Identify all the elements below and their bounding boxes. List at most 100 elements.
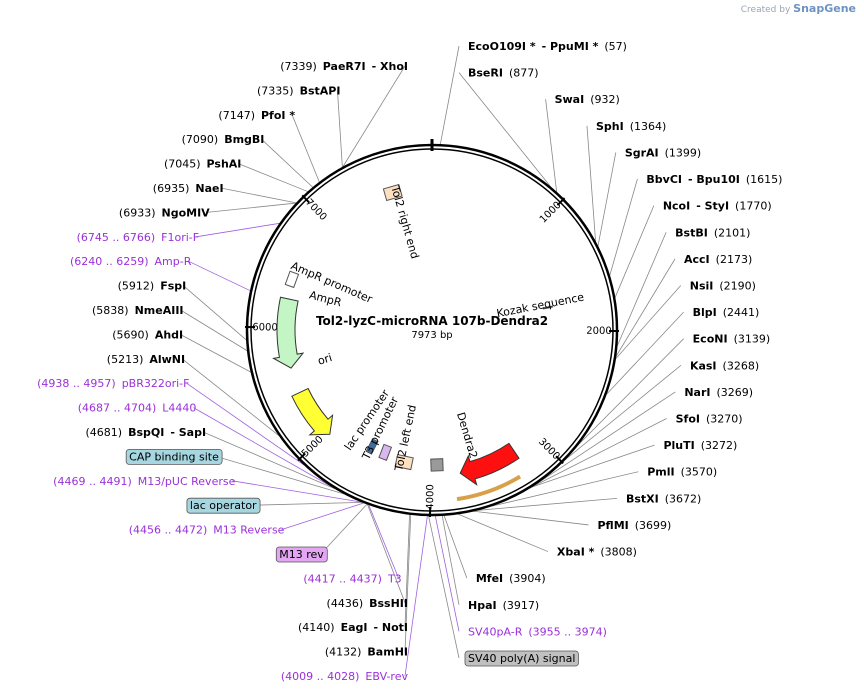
label-name: KasI xyxy=(690,359,717,372)
site-label-blpi: BlpI(2441) xyxy=(693,306,760,319)
label-box xyxy=(186,497,261,514)
label-name: SgrAI xyxy=(625,146,659,159)
leader-line xyxy=(253,501,363,506)
leader-line xyxy=(404,514,412,652)
label-name: NcoI xyxy=(663,200,690,213)
label-num: (5213) xyxy=(107,353,144,366)
label-num: (3955 .. 3974) xyxy=(528,625,607,638)
site-label-cap-binding-site: CAP binding site xyxy=(125,448,223,465)
tick-label-4000: 4000 xyxy=(425,484,436,510)
site-label-text: (6745 .. 6766)F1ori-F xyxy=(77,231,200,244)
leader-line xyxy=(404,515,428,677)
label-name: SwaI xyxy=(555,93,585,106)
label-name: EBV-rev xyxy=(365,670,408,683)
label-num: (932) xyxy=(590,93,620,106)
site-label-text: (7045)PshAI xyxy=(164,158,241,171)
feature-arrow-ori xyxy=(291,387,334,436)
site-label-text: (7090)BmgBI xyxy=(182,133,265,146)
leader-line xyxy=(238,163,308,192)
site-label-text: HpaI(3917) xyxy=(468,599,539,612)
site-label-naei: (6935)NaeI xyxy=(153,182,224,195)
site-label-text: SfoI(3270) xyxy=(676,413,743,426)
site-label-ecoo109i: EcoO109I *- PpuMI *(57) xyxy=(468,40,627,53)
site-label-text: SgrAI(1399) xyxy=(625,146,701,159)
label-name: EagI xyxy=(341,621,368,634)
label-extra: - SapI xyxy=(170,426,206,439)
site-label-text: (4140)EagI- NotI xyxy=(298,621,408,634)
label-name: BbvCI xyxy=(646,173,682,186)
snapgene-logo: SnapGene xyxy=(793,2,856,15)
tick-label-6000: 6000 xyxy=(252,322,278,333)
label-name: BamHI xyxy=(367,646,408,659)
label-num: (6935) xyxy=(153,182,190,195)
leader-line xyxy=(457,513,549,552)
site-label-text: SV40 poly(A) signal xyxy=(468,652,575,665)
label-num: (3139) xyxy=(734,333,771,346)
leader-line xyxy=(616,232,667,346)
tick-3000 xyxy=(555,455,564,464)
site-label-text: (6933)NgoMIV xyxy=(119,206,210,219)
leader-line xyxy=(434,515,460,632)
site-label-text: NarI(3269) xyxy=(684,386,753,399)
label-num: (7339) xyxy=(280,60,317,73)
site-label-text: SV40pA-R(3955 .. 3974) xyxy=(468,625,607,638)
label-num: (4436) xyxy=(327,597,364,610)
lac-operator-box xyxy=(378,443,393,461)
label-num: (3269) xyxy=(716,386,753,399)
site-label-mfei: MfeI(3904) xyxy=(476,572,546,585)
site-label-bseri: BseRI(877) xyxy=(468,67,539,80)
label-num: (4469 .. 4491) xyxy=(53,475,132,488)
site-label-text: (7339)PaeR7I- XhoI xyxy=(280,60,408,73)
label-name: PshAI xyxy=(207,158,242,171)
leader-line xyxy=(196,222,280,238)
leader-line xyxy=(188,260,251,292)
site-label-text: BstXI(3672) xyxy=(626,492,701,505)
ampr-promoter-box xyxy=(284,270,300,289)
label-num: (1770) xyxy=(735,200,772,213)
label-num: (5838) xyxy=(92,304,129,317)
plasmid-name: Tol2-lyzC-microRNA 107b-Dendra2 xyxy=(316,314,548,328)
label-name: BstXI xyxy=(626,492,659,505)
site-label-text: (6240 .. 6259)Amp-R xyxy=(70,255,192,268)
label-num: (7147) xyxy=(218,109,255,122)
inner-label-tol2-right-end: Tol2 right end xyxy=(388,183,421,260)
leader-line xyxy=(291,114,320,183)
label-name: AhdI xyxy=(155,328,183,341)
leader-line xyxy=(615,258,676,357)
tick-label-5000: 5000 xyxy=(300,434,326,460)
site-label-acci: AccI(2173) xyxy=(684,253,752,266)
cap-site-box xyxy=(365,438,379,455)
leader-line xyxy=(202,431,336,490)
site-label-hpai: HpaI(3917) xyxy=(468,599,539,612)
site-label-amp-r: (6240 .. 6259)Amp-R xyxy=(70,255,192,268)
label-num: (2173) xyxy=(716,253,753,266)
site-label-text: SphI(1364) xyxy=(596,120,666,133)
leader-line xyxy=(609,178,638,276)
leader-line xyxy=(491,471,639,507)
label-num: (4687 .. 4704) xyxy=(78,402,157,415)
label-num: (3272) xyxy=(701,439,738,452)
site-label-text: EcoNI(3139) xyxy=(693,333,770,346)
leader-line xyxy=(606,311,684,395)
site-label-bstapi: (7335)BstAPI xyxy=(257,84,340,97)
site-label-text: SwaI (932) xyxy=(555,93,620,106)
leader-line xyxy=(368,504,400,579)
site-label-text: (5912)FspI xyxy=(118,280,187,293)
site-label-sfoi: SfoI(3270) xyxy=(676,413,743,426)
site-label-text: PflMI(3699) xyxy=(598,519,672,532)
site-label-text: BbvCI- Bpu10I(1615) xyxy=(646,173,782,186)
site-label-t3: (4417 .. 4437)T3 xyxy=(303,572,401,585)
label-num: (7335) xyxy=(257,84,294,97)
feature-arrow-ampr xyxy=(272,296,305,369)
label-name: L4440 xyxy=(162,402,196,415)
label-name: NsiI xyxy=(690,279,714,292)
leader-line xyxy=(281,502,364,530)
label-box xyxy=(275,546,328,563)
site-label-ahdi: (5690) AhdI xyxy=(112,328,183,341)
label-name: BspQI xyxy=(128,426,164,439)
site-label-sv40pa-r: SV40pA-R(3955 .. 3974) xyxy=(468,625,607,638)
label-num: (5690) xyxy=(112,328,149,341)
label-name: PluTI xyxy=(663,439,694,452)
site-label-pbr322ori-f: (4938 .. 4957)pBR322ori-F xyxy=(37,377,189,390)
label-name: XbaI * xyxy=(557,546,595,559)
